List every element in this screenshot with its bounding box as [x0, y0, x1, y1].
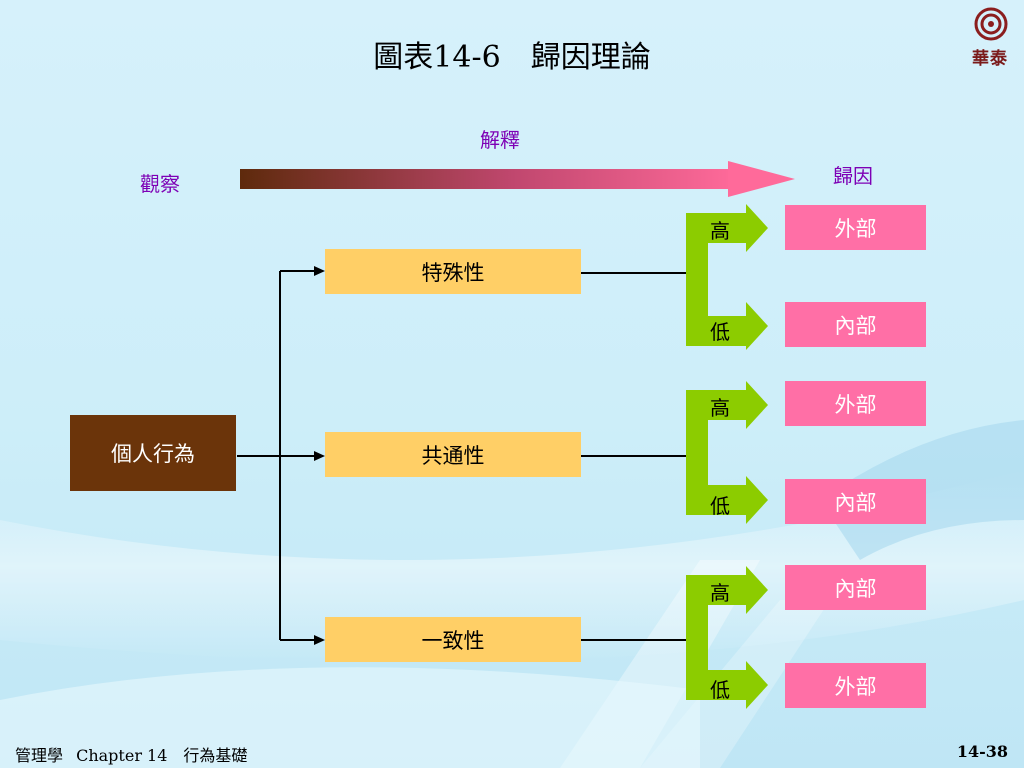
- green-brackets: [686, 204, 768, 709]
- bracket-distinctiveness: [686, 204, 768, 350]
- dimension-box-consensus: 共通性: [325, 432, 581, 477]
- high-label-1: 高: [710, 219, 730, 243]
- individual-behavior-box: 個人行為: [70, 415, 236, 491]
- dimension-box-distinctiveness: 特殊性: [325, 249, 581, 294]
- low-label-2: 低: [710, 494, 730, 518]
- result-box-consensus-low: 內部: [785, 479, 926, 524]
- dimension-box-consistency: 一致性: [325, 617, 581, 662]
- logo: 華泰: [962, 44, 1018, 69]
- behavior-connectors: [237, 270, 318, 641]
- bracket-consensus: [686, 381, 768, 524]
- concentric-circle-logo-icon: [974, 7, 1008, 41]
- footer-course-label: 管理學 Chapter 14 行為基礎: [15, 746, 248, 765]
- attribute-label: 歸因: [833, 164, 873, 188]
- page-title: 圖表14-6 歸因理論: [373, 40, 651, 75]
- interpret-label: 解釋: [480, 128, 520, 152]
- low-label-3: 低: [710, 678, 730, 702]
- result-box-distinctiveness-low: 內部: [785, 302, 926, 347]
- observe-label: 觀察: [140, 172, 180, 196]
- dimension-to-bracket-lines: [581, 272, 686, 641]
- high-label-3: 高: [710, 581, 730, 605]
- result-box-consistency-high: 內部: [785, 565, 926, 610]
- arrowhead-consistency: [314, 635, 325, 645]
- result-box-consensus-high: 外部: [785, 381, 926, 426]
- bracket-consistency: [686, 566, 768, 709]
- low-label-1: 低: [710, 320, 730, 344]
- arrowhead-distinctiveness: [314, 266, 325, 276]
- arrowhead-consensus: [314, 451, 325, 461]
- logo-text: 華泰: [972, 49, 1008, 69]
- interpretation-arrow: [240, 161, 795, 197]
- high-label-2: 高: [710, 396, 730, 420]
- result-box-distinctiveness-high: 外部: [785, 205, 926, 250]
- result-box-consistency-low: 外部: [785, 663, 926, 708]
- footer-page-number: 14-38: [956, 742, 1008, 761]
- connector-arrowheads: [314, 266, 325, 645]
